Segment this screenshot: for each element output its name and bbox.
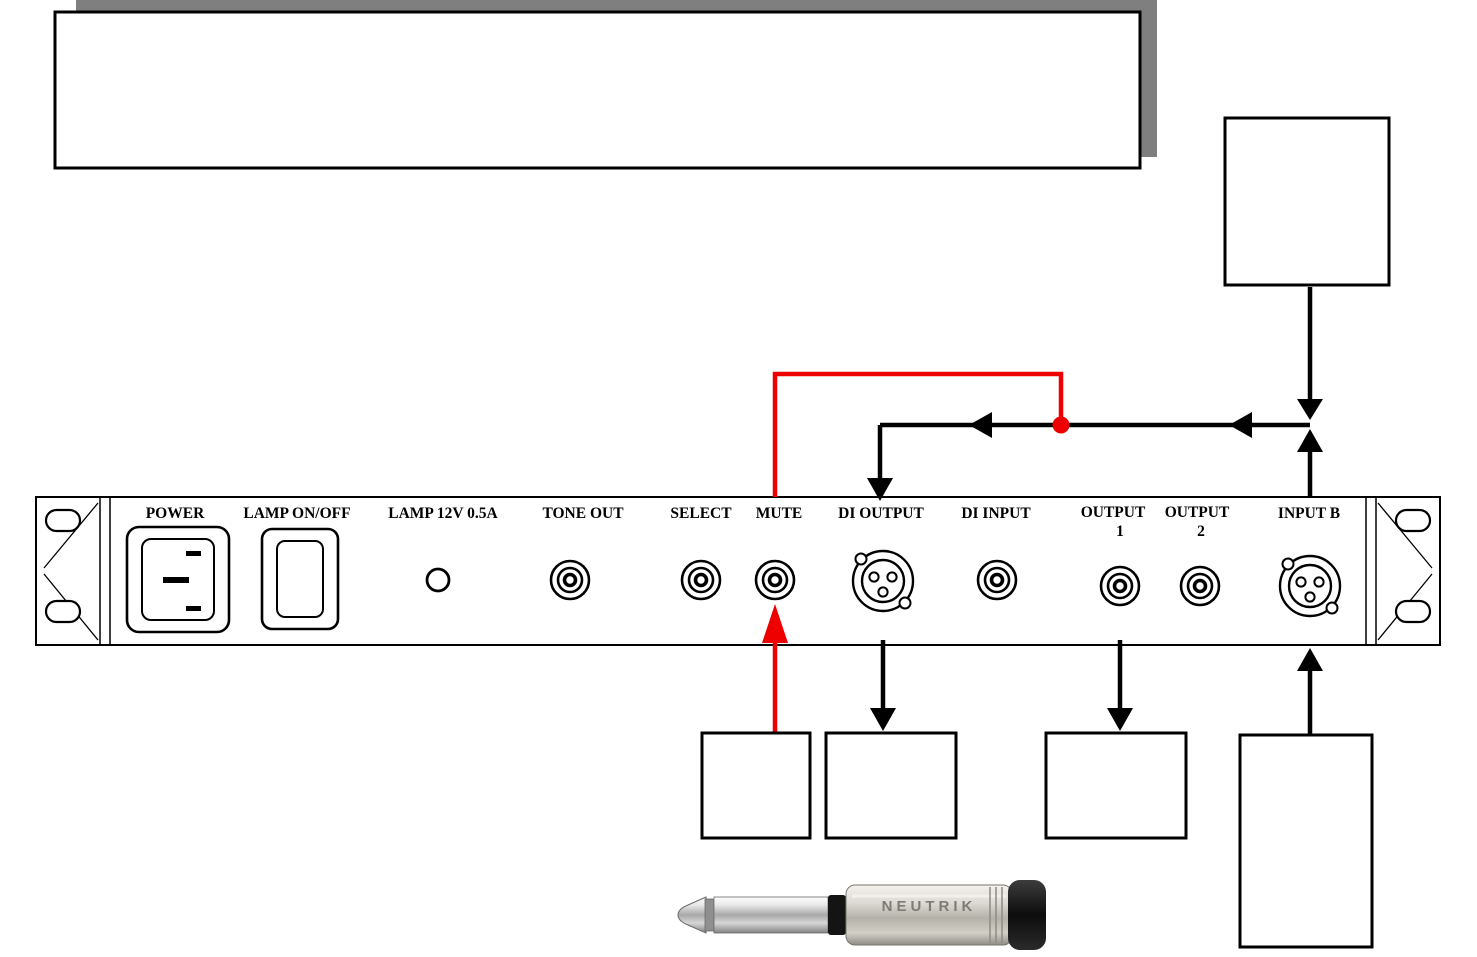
xlr-screw-hole: [1325, 601, 1339, 615]
section-lamp-switch: LAMP ON/OFF: [243, 505, 351, 631]
xlr-input-b: [1278, 554, 1342, 618]
section-tone-out: TONE OUT: [542, 505, 624, 601]
arrowhead-up-mute-red: [762, 604, 788, 643]
rack-rear-panel: POWER LAMP ON/OFF LAMP 12V 0.5A TONE: [35, 496, 1441, 646]
rack-ear-right: [1377, 502, 1433, 641]
xlr-pin: [1295, 576, 1307, 588]
xlr-pin: [877, 586, 889, 598]
xlr-screw-hole: [854, 552, 868, 566]
plug-tip: [677, 896, 707, 934]
plug-tip-groove: [704, 898, 715, 932]
section-power: POWER: [125, 505, 231, 634]
jack-tone-out: [549, 559, 591, 601]
label-power: POWER: [146, 505, 205, 522]
mount-slot-bottom-right: [1394, 599, 1432, 624]
arrowhead-down-box2: [870, 708, 896, 731]
arrowhead-down-di-output: [867, 478, 893, 501]
xlr-pin: [1304, 591, 1316, 603]
jack-output-2: [1179, 565, 1221, 607]
section-di-input: DI INPUT: [961, 505, 1031, 601]
arrowhead-left-1: [969, 412, 992, 438]
xlr-pin: [868, 571, 880, 583]
label-output-2: OUTPUT: [1165, 504, 1230, 521]
mute-lines-red: [762, 371, 1070, 733]
jack-di-input: [976, 559, 1018, 601]
junction-dot-red: [1052, 416, 1070, 434]
label-di-input: DI INPUT: [961, 505, 1031, 522]
xlr-pin: [886, 571, 898, 583]
section-output-1: OUTPUT 1: [1081, 504, 1146, 607]
section-select: SELECT: [670, 505, 732, 601]
bottom-box-1: [700, 731, 812, 840]
plug-shaft: [713, 896, 829, 934]
iec-pin-bottom: [186, 606, 201, 611]
label-output-1: OUTPUT: [1081, 504, 1146, 521]
jack-mute: [754, 559, 796, 601]
iec-power-inlet: [125, 525, 231, 634]
section-mute: MUTE: [754, 505, 803, 601]
section-output-2: OUTPUT 2: [1165, 504, 1230, 607]
quarter-inch-plug-photo: NEUTRIK: [677, 880, 1046, 950]
label-lamp-rating: LAMP 12V 0.5A: [388, 505, 498, 522]
arrowhead-down-box3: [1107, 708, 1133, 731]
jack-output-1: [1099, 565, 1141, 607]
lamp-rocker-switch: [260, 527, 340, 631]
label-input-b: INPUT B: [1278, 505, 1340, 522]
bottom-box-3: [1044, 731, 1188, 840]
top-right-box: [1223, 116, 1391, 287]
label-di-output: DI OUTPUT: [838, 505, 924, 522]
plug-knurl: [989, 887, 1003, 943]
xlr-screw-hole: [898, 596, 912, 610]
arrowhead-up-junction: [1297, 429, 1323, 452]
label-output-1-number: 1: [1116, 523, 1124, 540]
arrowhead-left-2: [1229, 412, 1252, 438]
arrowhead-down-junction: [1297, 399, 1323, 420]
title-box: [53, 10, 1142, 170]
label-select: SELECT: [670, 505, 732, 522]
arrowhead-up-inputb: [1297, 648, 1323, 671]
label-tone-out: TONE OUT: [542, 505, 624, 522]
plug-brand-text: NEUTRIK: [882, 898, 977, 915]
mount-slot-bottom-left: [44, 599, 82, 624]
bottom-right-box: [1238, 733, 1374, 949]
section-input-b: INPUT B: [1278, 505, 1342, 618]
rack-ear-left: [43, 502, 99, 641]
line-mute-to-bus-red: [772, 371, 1064, 497]
label-output-2-number: 2: [1197, 523, 1205, 540]
plug-insulator-ring: [828, 895, 846, 935]
label-lamp-switch: LAMP ON/OFF: [243, 505, 350, 522]
mount-slot-top-left: [44, 508, 82, 533]
xlr-pin: [1313, 576, 1325, 588]
jack-select: [680, 559, 722, 601]
section-lamp-rating: LAMP 12V 0.5A: [388, 505, 499, 593]
section-di-output: DI OUTPUT: [838, 505, 924, 613]
xlr-screw-hole: [1281, 557, 1295, 571]
xlr-di-output: [851, 549, 915, 613]
bottom-box-2: [824, 731, 958, 840]
plug-barrel: [845, 884, 1013, 946]
mount-slot-top-right: [1394, 508, 1432, 533]
iec-pin-middle: [163, 577, 189, 583]
plug-boot: [1008, 880, 1046, 950]
lamp-socket-hole: [425, 567, 451, 593]
signal-lines-black: [867, 287, 1323, 735]
label-mute: MUTE: [756, 505, 803, 522]
iec-pin-top: [186, 551, 201, 556]
